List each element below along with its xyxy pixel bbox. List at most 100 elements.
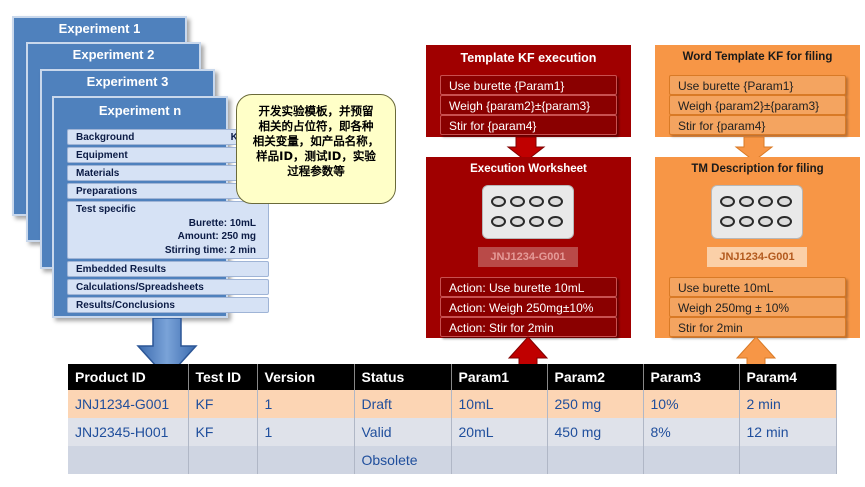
note-line: 过程参数等 — [287, 164, 345, 178]
note-line: 相关变量，如产品名称， — [252, 134, 380, 148]
param-amount: Amount: 250 mg — [177, 231, 256, 242]
action-row-2: Action: Weigh 250mg±10% — [440, 297, 617, 317]
down-arrow-icon — [506, 137, 546, 162]
table-cell: JNJ1234-G001 — [68, 390, 189, 418]
field-label: Preparations — [76, 186, 138, 197]
table-cell: 8% — [643, 418, 740, 446]
pill-icon — [720, 216, 735, 227]
experiment-card-title: Experiment 1 — [58, 21, 141, 36]
column-header: Status — [354, 364, 452, 390]
pill-icon — [720, 196, 735, 207]
table-row[interactable]: Obsolete — [68, 446, 837, 474]
panel-title: TM Description for filing — [691, 163, 824, 175]
table-cell: 1 — [257, 418, 355, 446]
template-row-1: Use burette {Param1} — [669, 75, 846, 95]
pill-icon — [529, 216, 544, 227]
param-burette: Burette: 10mL — [188, 217, 256, 229]
table-cell: 10% — [643, 390, 740, 418]
column-header: Product ID — [68, 364, 189, 390]
panel-title: Template KF execution — [460, 51, 597, 65]
action-row-3: Action: Stir for 2min — [440, 317, 617, 337]
table-cell: Valid — [354, 418, 452, 446]
sample-id-label: JNJ1234-G001 — [707, 247, 807, 267]
note-line: 样品ID，测试ID，实验 — [256, 149, 376, 163]
table-cell: 12 min — [739, 418, 837, 446]
note-line: 开发实验模板，并预留 — [258, 104, 374, 118]
column-header: Param4 — [739, 364, 837, 390]
experiment-card-title: Experiment 2 — [72, 47, 155, 62]
table-cell: KF — [188, 418, 258, 446]
pill-icon — [758, 216, 773, 227]
word-template-kf-panel: Word Template KF for filing Use burette … — [655, 45, 860, 137]
action-row-1: Action: Use burette 10mL — [440, 277, 617, 297]
template-row-3: Stir for {param4} — [440, 115, 617, 135]
execution-worksheet-panel: Execution Worksheet JNJ1234-G001 Action:… — [426, 157, 631, 338]
table-header-row: Product ID Test ID Version Status Param1… — [68, 364, 837, 390]
pill-icon — [548, 196, 563, 207]
table-cell — [643, 446, 740, 474]
param-stirring-time: Stirring time: 2 min — [164, 244, 256, 256]
down-arrow-icon — [136, 318, 198, 380]
pill-icon — [510, 196, 525, 207]
column-header: Param2 — [547, 364, 644, 390]
field-label: Calculations/Spreadsheets — [76, 282, 204, 293]
description-row-3: Stir for 2min — [669, 317, 846, 337]
table-cell: 250 mg — [547, 390, 644, 418]
field-label: Materials — [76, 168, 120, 179]
table-cell — [68, 446, 189, 474]
template-kf-execution-panel: Template KF execution Use burette {Param… — [426, 45, 631, 137]
experiment-card-title: Experiment n — [98, 103, 182, 118]
table-cell — [547, 446, 644, 474]
template-note: 开发实验模板，并预留 相关的占位符，即各种 相关变量，如产品名称， 样品ID，测… — [236, 94, 396, 204]
pill-icon — [491, 216, 506, 227]
template-row-3: Stir for {param4} — [669, 115, 846, 135]
field-embedded-results[interactable]: Embedded Results — [67, 261, 269, 277]
table-cell: 20mL — [451, 418, 548, 446]
table-cell: KF — [188, 390, 258, 418]
tablet-blister-image — [482, 185, 574, 239]
table-row[interactable]: JNJ1234-G001 KF 1 Draft 10mL 250 mg 10% … — [68, 390, 837, 418]
down-arrow-icon — [734, 137, 774, 162]
pill-icon — [510, 216, 525, 227]
pill-icon — [491, 196, 506, 207]
column-header: Param1 — [451, 364, 548, 390]
template-row-2: Weigh {param2}±{param3} — [669, 95, 846, 115]
table-cell: Draft — [354, 390, 452, 418]
field-label: Equipment — [76, 150, 128, 161]
pill-icon — [739, 216, 754, 227]
field-equipment[interactable]: Equipment — [67, 147, 269, 163]
column-header: Version — [257, 364, 355, 390]
field-label: Test specific — [76, 204, 136, 215]
pill-icon — [758, 196, 773, 207]
table-cell — [257, 446, 355, 474]
table-row[interactable]: JNJ2345-H001 KF 1 Valid 20mL 450 mg 8% 1… — [68, 418, 837, 446]
tablet-blister-image — [711, 185, 803, 239]
description-row-2: Weigh 250mg ± 10% — [669, 297, 846, 317]
experiment-card-title: Experiment 3 — [86, 74, 169, 89]
table-cell — [739, 446, 837, 474]
pill-icon — [548, 216, 563, 227]
product-parameter-table: Product ID Test ID Version Status Param1… — [68, 364, 837, 474]
table-cell: 1 — [257, 390, 355, 418]
field-label: Results/Conclusions — [76, 300, 175, 311]
description-row-1: Use burette 10mL — [669, 277, 846, 297]
experiment-card-n[interactable]: Experiment n Background KF Equipment Mat… — [52, 96, 269, 318]
template-row-1: Use burette {Param1} — [440, 75, 617, 95]
pill-icon — [739, 196, 754, 207]
column-header: Test ID — [188, 364, 258, 390]
table-cell: 450 mg — [547, 418, 644, 446]
field-test-specific[interactable]: Test specific Burette: 10mL Amount: 250 … — [67, 201, 269, 259]
panel-title: Execution Worksheet — [470, 163, 587, 175]
tm-description-panel: TM Description for filing JNJ1234-G001 U… — [655, 157, 860, 338]
table-cell: Obsolete — [354, 446, 452, 474]
field-results[interactable]: Results/Conclusions — [67, 297, 269, 313]
table-cell — [188, 446, 258, 474]
field-calculations[interactable]: Calculations/Spreadsheets — [67, 279, 269, 295]
panel-title: Word Template KF for filing — [682, 51, 833, 63]
table-cell: JNJ2345-H001 — [68, 418, 189, 446]
field-label: Background — [76, 132, 135, 143]
table-cell: 10mL — [451, 390, 548, 418]
sample-id-label: JNJ1234-G001 — [478, 247, 578, 267]
pill-icon — [777, 216, 792, 227]
field-label: Embedded Results — [76, 264, 167, 275]
